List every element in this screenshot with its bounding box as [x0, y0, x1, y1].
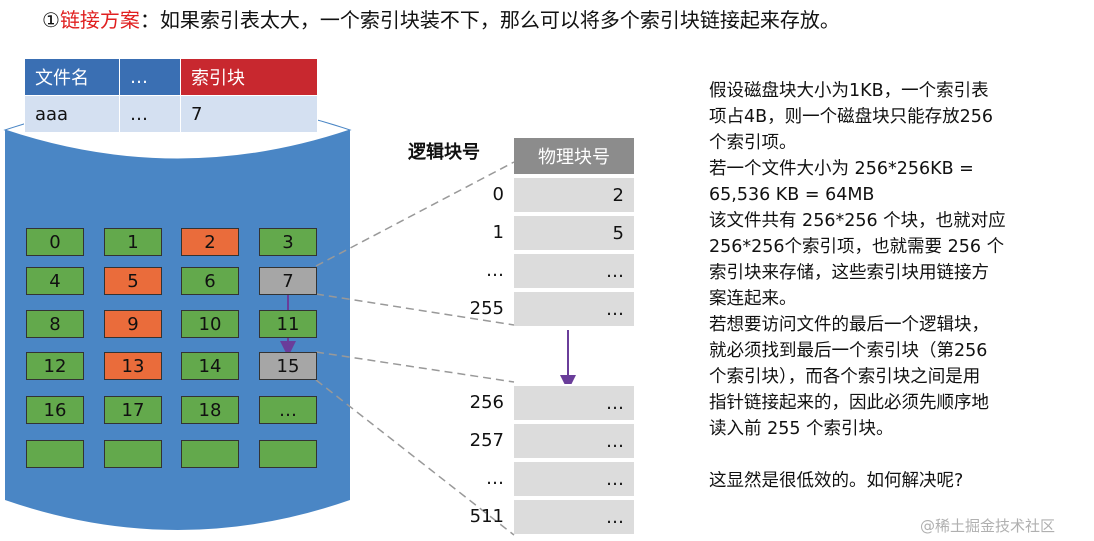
- physical-cell: …: [514, 460, 634, 496]
- title-rest: ：如果索引表太大，一个索引块装不下，那么可以将多个索引块链接起来存放。: [139, 8, 840, 32]
- disk-block: [181, 440, 239, 468]
- explanation-line: 项占4B，则一个磁盘块只能存放256: [709, 107, 994, 127]
- explanation-line: 该文件共有 256*256 个块，也就对应: [709, 211, 1006, 231]
- dir-cell-filename: aaa: [24, 95, 120, 133]
- dir-cell-indexblock: 7: [180, 95, 318, 133]
- physical-cell: …: [514, 384, 634, 420]
- explanation-line: 索引块来存储，这些索引块用链接方: [709, 263, 989, 283]
- explanation-line: 256*256个索引项，也就需要 256 个: [709, 237, 1005, 257]
- logical-label: 511: [469, 506, 504, 527]
- disk-block: 16: [26, 396, 84, 424]
- explanation-line: 假设磁盘块大小为1KB，一个索引表: [709, 81, 989, 101]
- disk-block: 13: [104, 352, 162, 380]
- disk-block: 1: [104, 228, 162, 256]
- connector-line: [315, 351, 515, 383]
- connector-line: [315, 293, 515, 326]
- disk-block: 15: [259, 352, 317, 380]
- explanation-line: 这显然是很低效的。如何解决呢?: [709, 471, 964, 491]
- connector-line: [315, 161, 515, 267]
- disk-block: 4: [26, 267, 84, 295]
- logical-label: …: [486, 468, 504, 489]
- explanation-line: 个索引块），而各个索引块之间是用: [709, 367, 981, 387]
- explanation-line: [709, 442, 1089, 468]
- explanation-line: 若一个文件大小为 256*256KB =: [709, 159, 974, 179]
- title-prefix: ①: [42, 8, 60, 32]
- explanation-text: 假设磁盘块大小为1KB，一个索引表 项占4B，则一个磁盘块只能存放256 个索引…: [709, 78, 1089, 494]
- logical-label: 257: [469, 430, 504, 451]
- disk-block: 9: [104, 310, 162, 338]
- physical-cell: …: [514, 290, 634, 326]
- physical-cell: …: [514, 422, 634, 458]
- disk-block: [259, 440, 317, 468]
- disk-block: 6: [181, 267, 239, 295]
- disk-block: 3: [259, 228, 317, 256]
- disk-block: 5: [104, 267, 162, 295]
- explanation-line: 65,536 KB = 64MB: [709, 185, 875, 205]
- connector-line: [315, 379, 515, 536]
- disk-block: 2: [181, 228, 239, 256]
- disk-block: 0: [26, 228, 84, 256]
- explanation-line: 读入前 255 个索引块。: [709, 419, 894, 439]
- dir-header-filename: 文件名: [24, 58, 120, 96]
- dir-header-ellipsis: …: [119, 58, 181, 96]
- disk-block: 18: [181, 396, 239, 424]
- physical-cell: 5: [514, 214, 634, 250]
- disk-block: [26, 440, 84, 468]
- disk-block: 11: [259, 310, 317, 338]
- disk-block: 10: [181, 310, 239, 338]
- disk-block: 12: [26, 352, 84, 380]
- disk-block: 14: [181, 352, 239, 380]
- explanation-line: 指针链接起来的，因此必须先顺序地: [709, 393, 989, 413]
- physical-cell: …: [514, 252, 634, 288]
- disk-block: [104, 440, 162, 468]
- disk-block: 17: [104, 396, 162, 424]
- explanation-line: 个索引项。: [709, 133, 797, 153]
- logical-label: …: [486, 260, 504, 281]
- col-physical-header: 物理块号: [514, 138, 634, 174]
- disk-block: 7: [259, 267, 317, 295]
- explanation-line: 若想要访问文件的最后一个逻辑块，: [709, 315, 989, 335]
- col-logical-header: 逻辑块号: [408, 142, 480, 163]
- logical-label: 256: [469, 392, 504, 413]
- watermark: @稀土掘金技术社区: [920, 517, 1056, 535]
- physical-cell: 2: [514, 176, 634, 212]
- title-highlight: 链接方案: [59, 8, 140, 32]
- logical-label: 255: [469, 298, 504, 319]
- physical-cell: …: [514, 498, 634, 534]
- logical-label: 1: [492, 222, 504, 243]
- dir-cell-ellipsis: …: [119, 95, 181, 133]
- disk-block: 8: [26, 310, 84, 338]
- dir-header-indexblock: 索引块: [180, 58, 318, 96]
- slide-title: ①链接方案：如果索引表太大，一个索引块装不下，那么可以将多个索引块链接起来存放。: [42, 4, 840, 33]
- explanation-line: 案连起来。: [709, 289, 797, 309]
- logical-label: 0: [492, 184, 504, 205]
- directory-table: 文件名 … 索引块 aaa … 7: [24, 58, 318, 133]
- disk-block: …: [259, 396, 317, 424]
- explanation-line: 就必须找到最后一个索引块（第256: [709, 341, 988, 361]
